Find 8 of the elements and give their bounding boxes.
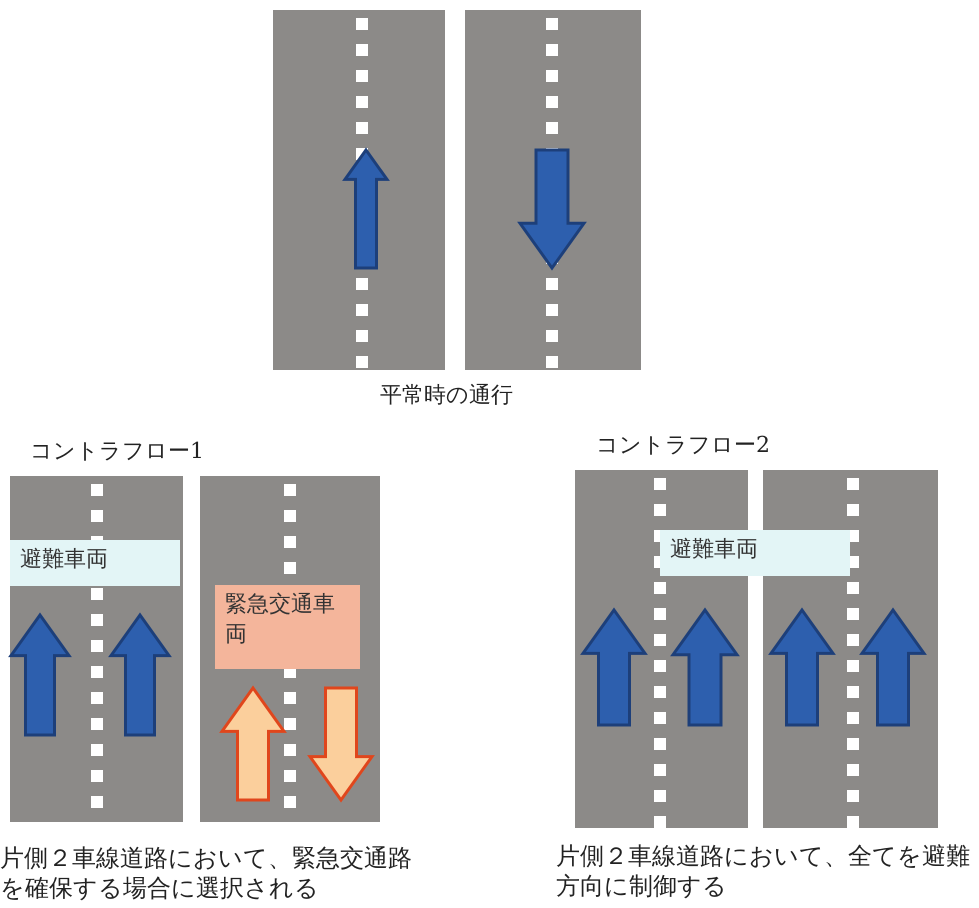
section-caption: 平常時の通行 (380, 382, 514, 410)
section-title: コントラフロー2 (596, 432, 771, 460)
section-title: コントラフロー1 (30, 438, 205, 466)
label-box: 避難車両 (10, 540, 180, 586)
caption: 片側２車線道路において、緊急交通路を確保する場合に選択される (0, 843, 413, 903)
caption: 片側２車線道路において、全てを避難方向に制御する (556, 841, 971, 901)
label-box: 緊急交通車両 (215, 585, 360, 669)
label-box: 避難車両 (660, 530, 850, 576)
